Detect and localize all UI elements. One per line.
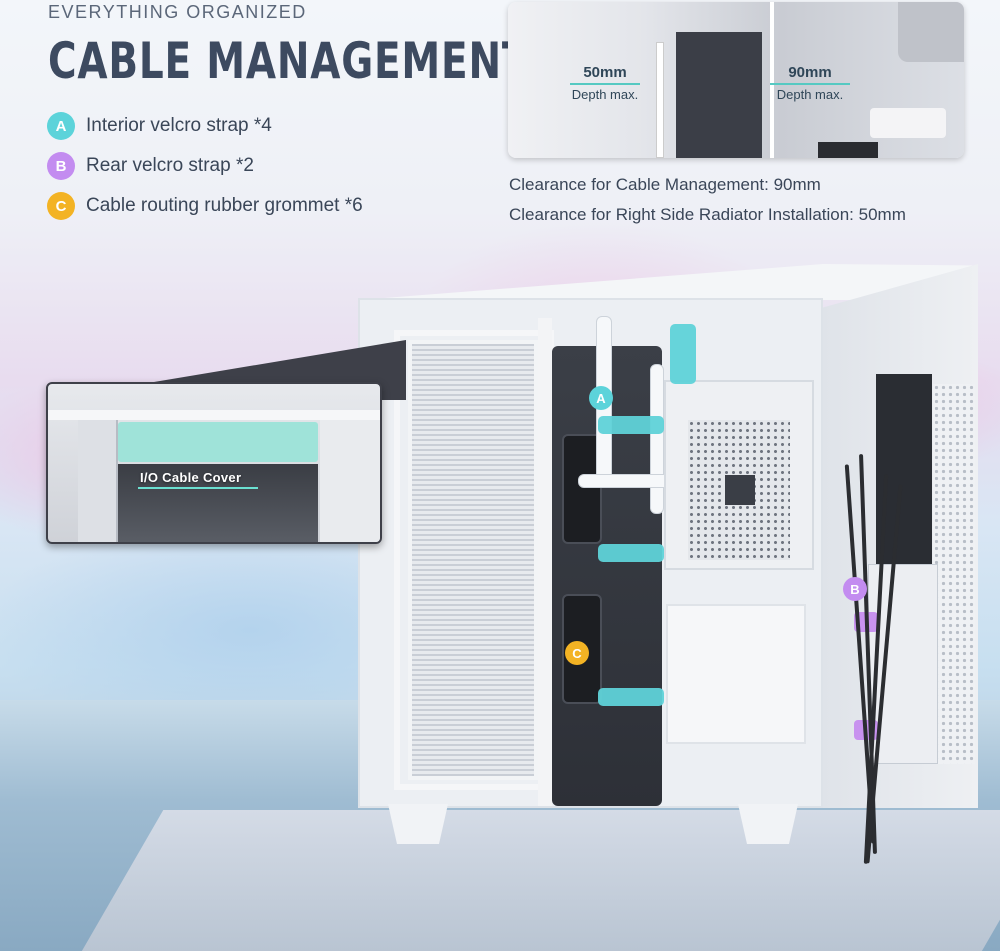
velcro-strap-a	[598, 688, 664, 706]
legend-text: Interior velcro strap *4	[86, 115, 272, 136]
pc-case-image	[358, 264, 978, 864]
measure-line	[770, 83, 850, 85]
measure-value: 50mm	[583, 64, 627, 81]
measure-value: 90mm	[788, 64, 832, 81]
psu-mesh	[688, 420, 790, 560]
inset-label: I/O Cable Cover	[140, 470, 242, 485]
radiator	[408, 340, 538, 780]
side-mesh-panel	[933, 384, 975, 764]
marker-c-icon: C	[565, 641, 589, 665]
marker-b-icon: B	[843, 577, 867, 601]
eyebrow-heading: EVERYTHING ORGANIZED	[48, 2, 307, 22]
measure-label: Depth max.	[776, 87, 844, 102]
marker-a-icon: A	[589, 386, 613, 410]
legend-item-c: C Cable routing rubber grommet *6	[47, 186, 363, 226]
inset-label-underline	[138, 487, 258, 489]
measure-50mm: 50mm Depth max.	[570, 64, 640, 102]
drive-cage	[666, 604, 806, 744]
legend-text: Rear velcro strap *2	[86, 155, 254, 176]
inset-right-panel	[320, 420, 380, 542]
measure-label: Depth max.	[571, 87, 639, 102]
measure-line	[570, 83, 640, 85]
inset-top-rail	[48, 410, 380, 420]
badge-a-icon: A	[47, 112, 75, 140]
detail-tray-bar	[656, 42, 664, 158]
measure-90mm: 90mm Depth max.	[770, 64, 850, 102]
detail-block	[870, 108, 946, 138]
case-divider	[538, 318, 552, 806]
case-foot	[738, 804, 798, 844]
detail-foot	[818, 142, 878, 158]
detail-divider	[770, 2, 774, 158]
legend-item-b: B Rear velcro strap *2	[47, 146, 363, 186]
detail-dark-gap	[676, 32, 762, 158]
cable-bundle	[578, 474, 678, 488]
velcro-strap-a	[598, 544, 664, 562]
legend-item-a: A Interior velcro strap *4	[47, 106, 363, 146]
psu-logo-icon	[725, 475, 755, 505]
display-floor	[76, 810, 1000, 951]
rubber-grommet	[562, 434, 602, 544]
spec-radiator-clearance: Clearance for Right Side Radiator Instal…	[509, 205, 906, 224]
badge-b-icon: B	[47, 152, 75, 180]
detail-bracket	[898, 2, 964, 62]
badge-c-icon: C	[47, 192, 75, 220]
inset-dark-area	[118, 464, 318, 542]
legend-text: Cable routing rubber grommet *6	[86, 195, 363, 216]
velcro-strap-a	[670, 324, 696, 384]
page-title: CABLE MANAGEMENT	[48, 32, 530, 90]
case-foot	[388, 804, 448, 844]
cable-bundle	[650, 364, 664, 514]
clearance-detail-image: 50mm Depth max. 90mm Depth max.	[508, 2, 964, 158]
velcro-strap-a	[598, 416, 664, 434]
feature-legend: A Interior velcro strap *4 B Rear velcro…	[47, 106, 363, 226]
io-cable-cover	[118, 422, 318, 462]
inset-rails	[78, 420, 118, 542]
spec-cable-clearance: Clearance for Cable Management: 90mm	[509, 175, 821, 194]
io-cover-inset: I/O Cable Cover	[46, 382, 382, 544]
